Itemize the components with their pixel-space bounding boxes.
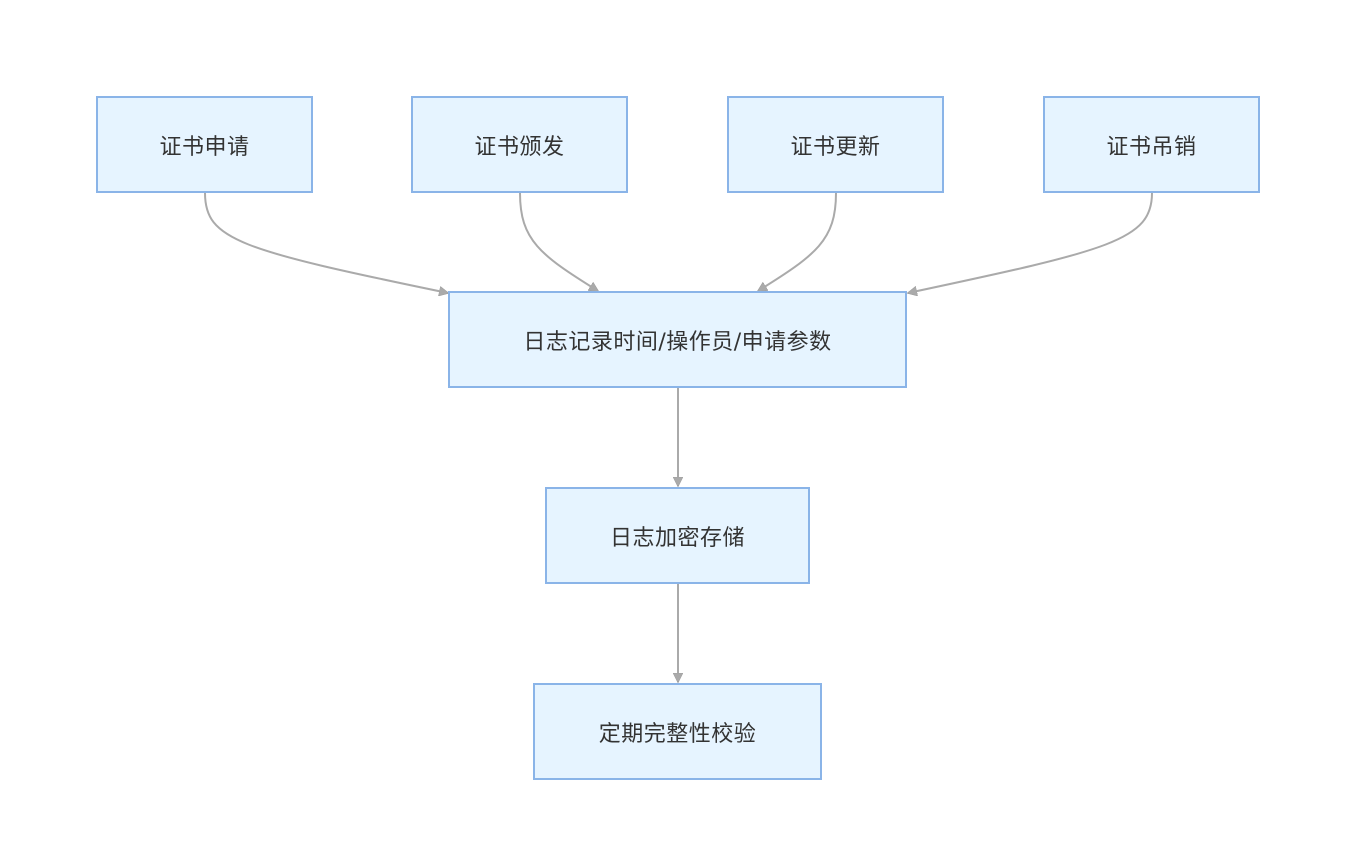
node-integrity-check[interactable]: 定期完整性校验 bbox=[533, 683, 822, 780]
node-log-encrypt[interactable]: 日志加密存储 bbox=[545, 487, 810, 584]
node-cert-issue-label: 证书颁发 bbox=[474, 134, 565, 160]
node-integrity-check-label: 定期完整性校验 bbox=[598, 721, 757, 747]
edge-issue-to-log bbox=[519, 192, 598, 292]
node-cert-revoke-label: 证书吊销 bbox=[1106, 134, 1197, 160]
node-log-encrypt-label: 日志加密存储 bbox=[609, 525, 745, 551]
node-cert-apply-label: 证书申请 bbox=[159, 134, 250, 160]
node-cert-issue[interactable]: 证书颁发 bbox=[411, 96, 628, 193]
node-cert-apply[interactable]: 证书申请 bbox=[96, 96, 313, 193]
edge-revoke-to-log bbox=[908, 192, 1153, 293]
node-cert-renew[interactable]: 证书更新 bbox=[727, 96, 944, 193]
node-log-record-label: 日志记录时间/操作员/申请参数 bbox=[523, 329, 832, 355]
node-cert-revoke[interactable]: 证书吊销 bbox=[1043, 96, 1260, 193]
edge-renew-to-log bbox=[758, 192, 837, 292]
edge-apply-to-log bbox=[204, 192, 448, 293]
node-cert-renew-label: 证书更新 bbox=[790, 134, 881, 160]
node-log-record[interactable]: 日志记录时间/操作员/申请参数 bbox=[448, 291, 907, 388]
